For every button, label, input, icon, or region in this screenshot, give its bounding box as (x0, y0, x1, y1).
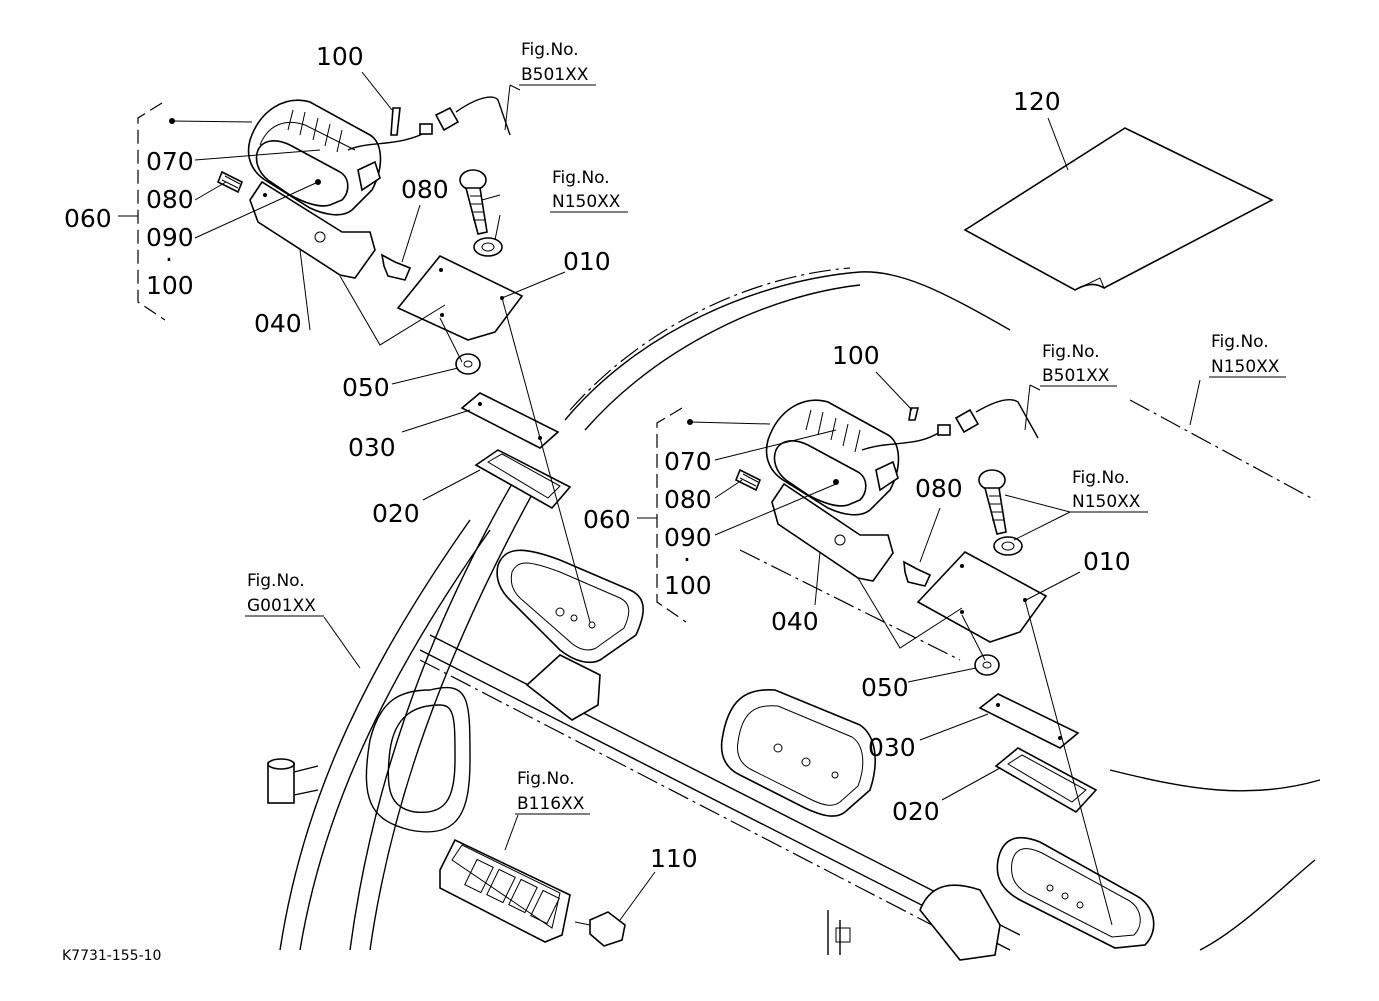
label-100-right-group: 100 (664, 571, 712, 600)
switch-panel (439, 838, 626, 947)
label-100-right: 100 (832, 341, 880, 370)
fig-ref-label-b501-right: Fig.No. (1042, 342, 1100, 362)
fig-ref-code-b501-left: B501XX (521, 65, 589, 85)
label-110: 110 (650, 844, 698, 873)
right-work-light-assembly (637, 399, 1113, 926)
label-050-right: 050 (861, 673, 909, 702)
fig-ref-label-n150-left: Fig.No. (552, 168, 610, 188)
label-080-right-bolt: 080 (915, 474, 963, 503)
fig-ref-code-b116: B116XX (517, 794, 585, 814)
label-080-left: 080 (146, 185, 194, 214)
fig-ref-label-n150-right: Fig.No. (1072, 468, 1130, 488)
label-100-left: 100 (316, 42, 364, 71)
fig-ref-code-g001: G001XX (247, 596, 316, 616)
label-040-left: 040 (254, 309, 302, 338)
fig-ref-code-b501-right: B501XX (1042, 366, 1110, 386)
fig-ref-label-b501-left: Fig.No. (521, 40, 579, 60)
fig-ref-code-n150-right: N150XX (1072, 492, 1141, 512)
label-060-right: 060 (583, 505, 631, 534)
group-separator-left: · (165, 245, 173, 274)
label-030-left: 030 (348, 433, 396, 462)
label-040-right: 040 (771, 607, 819, 636)
fig-ref-label-n150-roof: Fig.No. (1211, 332, 1269, 352)
label-030-right: 030 (868, 733, 916, 762)
label-120: 120 (1013, 87, 1061, 116)
leader-lines (194, 71, 1201, 921)
label-010-left: 010 (563, 247, 611, 276)
left-work-light-assembly (118, 96, 591, 623)
part-labels: 100 070 080 060 090 · 100 040 080 010 05… (64, 42, 1131, 873)
label-090-left: 090 (146, 223, 194, 252)
decal-sheet (963, 127, 1274, 291)
label-060-left: 060 (64, 204, 112, 233)
fig-ref-label-b116: Fig.No. (517, 769, 575, 789)
group-separator-right: · (683, 545, 691, 574)
label-100-left-group: 100 (146, 271, 194, 300)
drawing-code: K7731-155-10 (62, 948, 161, 964)
fig-ref-label-g001: Fig.No. (247, 571, 305, 591)
label-080-right: 080 (664, 485, 712, 514)
label-080-left-bolt: 080 (401, 175, 449, 204)
figure-references: Fig.No. B501XX Fig.No. N150XX Fig.No. B5… (245, 40, 1286, 815)
cab-roof (267, 267, 1321, 961)
label-070-right: 070 (664, 447, 712, 476)
label-010-right: 010 (1083, 547, 1131, 576)
label-070-left: 070 (146, 147, 194, 176)
label-020-left: 020 (372, 499, 420, 528)
fig-ref-code-n150-roof: N150XX (1211, 357, 1280, 377)
label-050-left: 050 (342, 373, 390, 402)
label-090-right: 090 (664, 523, 712, 552)
label-020-right: 020 (892, 797, 940, 826)
fig-ref-code-n150-left: N150XX (552, 192, 621, 212)
